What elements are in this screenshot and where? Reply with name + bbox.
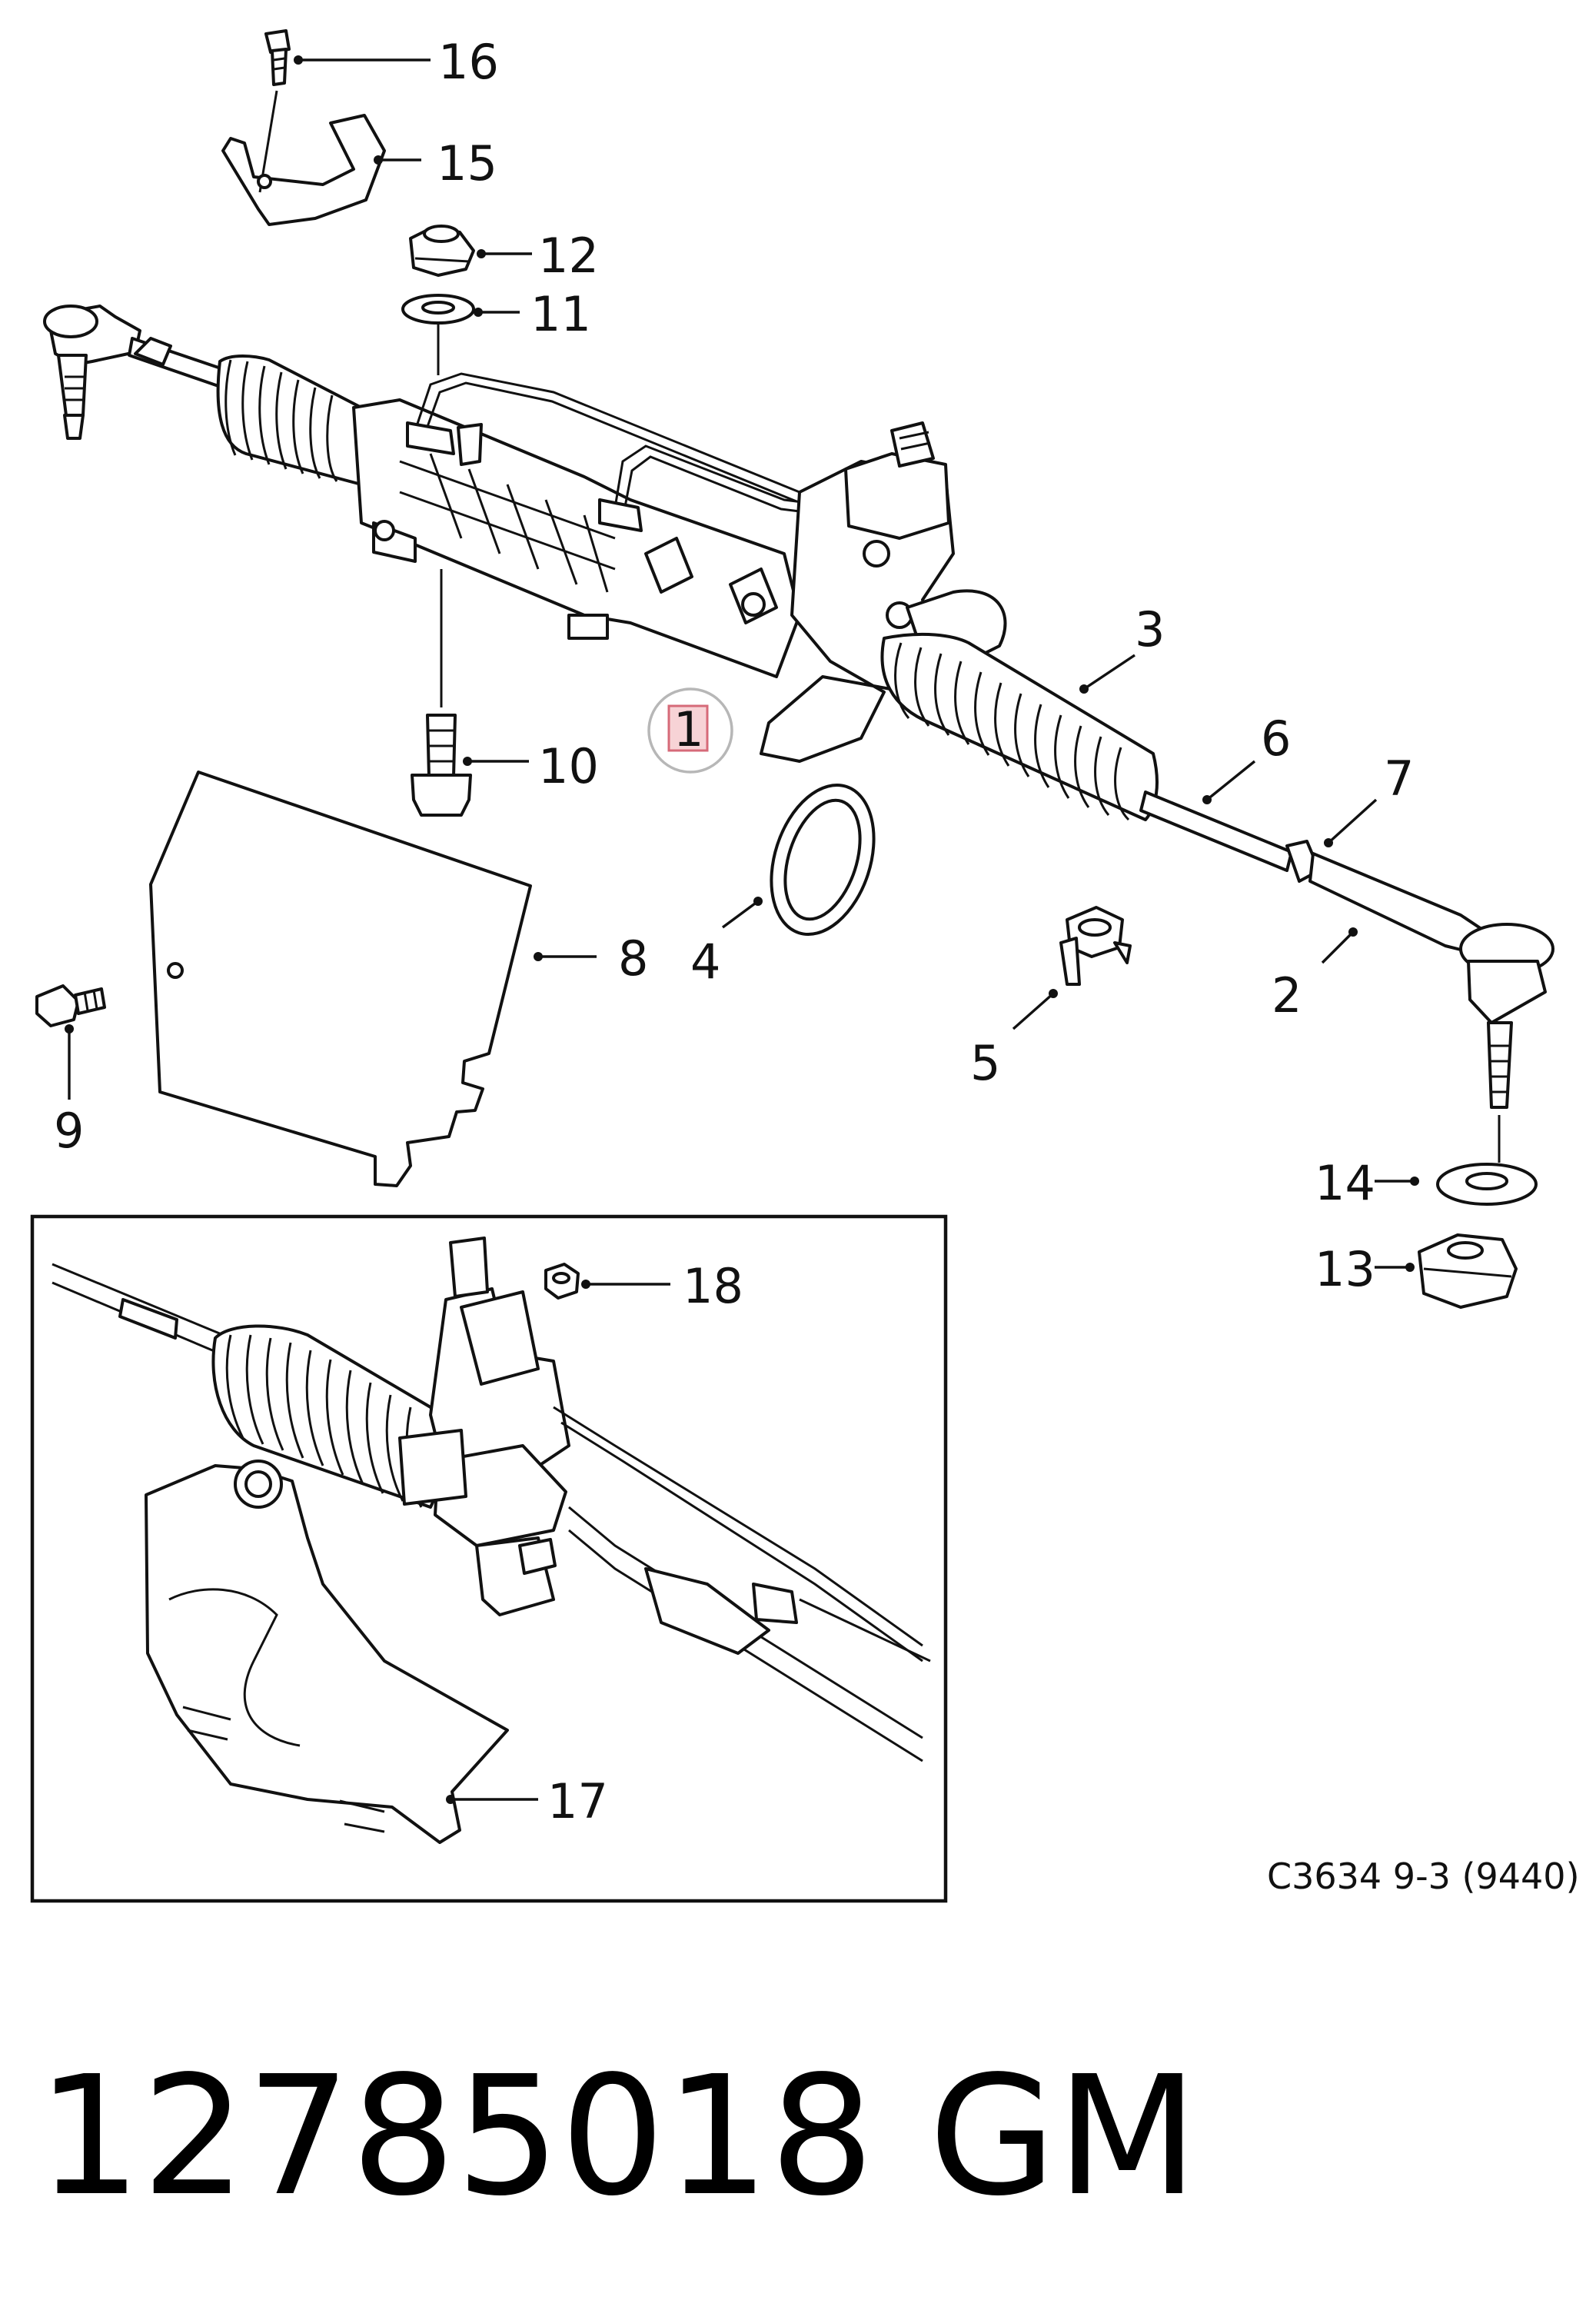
washer-11 — [401, 294, 475, 375]
bracket-15 — [221, 90, 386, 226]
callout-10: 10 — [538, 738, 599, 794]
callout-6: 6 — [1261, 711, 1291, 767]
callout-labels: 2 3 4 5 6 7 8 9 10 11 12 13 14 15 16 17 … — [54, 34, 1414, 1829]
callout-5: 5 — [970, 1035, 1000, 1091]
callout-16: 16 — [438, 34, 499, 90]
bolt-9 — [35, 984, 106, 1027]
callout-4: 4 — [690, 934, 720, 990]
callout-9: 9 — [54, 1103, 84, 1159]
callout-2: 2 — [1272, 967, 1302, 1024]
callout-11: 11 — [530, 286, 591, 342]
callout-1-selected[interactable]: 1 — [647, 687, 733, 774]
bolt-16 — [264, 29, 291, 86]
callout-13: 13 — [1315, 1241, 1375, 1297]
callout-12: 12 — [538, 228, 599, 284]
callout-7: 7 — [1384, 751, 1414, 807]
nut-13 — [1418, 1233, 1518, 1309]
callout-8: 8 — [618, 930, 648, 987]
callout-label: 1 — [673, 701, 703, 757]
part-number: 12785018 — [37, 2041, 874, 2232]
leader-lines — [65, 55, 1419, 1804]
nut-12 — [409, 225, 475, 277]
diagram-reference: C3634 9-3 (9440) — [1267, 1856, 1580, 1897]
callout-14: 14 — [1315, 1155, 1375, 1211]
callout-15: 15 — [437, 135, 497, 191]
callout-18: 18 — [683, 1258, 743, 1314]
bolt-10 — [411, 569, 472, 817]
callout-3: 3 — [1135, 601, 1165, 657]
ring-4 — [770, 783, 876, 937]
washer-14 — [1436, 1115, 1538, 1206]
inset-detail — [52, 1237, 931, 1844]
brand-name: GM — [929, 2041, 1198, 2232]
callout-17: 17 — [547, 1773, 608, 1829]
heat-shield-8 — [149, 771, 532, 1187]
clip-5 — [1059, 906, 1132, 986]
steering-rack-assembly — [43, 305, 1554, 1109]
